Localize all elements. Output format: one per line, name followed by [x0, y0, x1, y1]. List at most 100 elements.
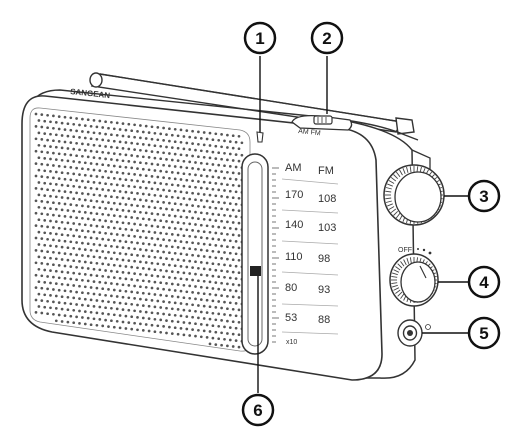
grille-dot: [153, 231, 157, 234]
grille-dot: [197, 254, 200, 258]
grille-dot: [107, 238, 110, 242]
grille-dot: [179, 202, 183, 206]
grille-dot: [136, 179, 139, 183]
grille-dot: [101, 225, 105, 229]
grille-dot: [228, 152, 232, 156]
grille-dot: [101, 138, 105, 142]
grille-dot: [89, 174, 93, 178]
volume-power-knob[interactable]: OFF: [389, 247, 439, 307]
grille-dot: [63, 314, 67, 317]
grille-dot: [81, 179, 84, 183]
grille-dot: [133, 148, 136, 151]
grille-dot: [197, 167, 200, 171]
grille-dot: [194, 309, 197, 313]
grille-dot: [191, 191, 194, 195]
grille-dot: [43, 157, 47, 160]
grille-dot: [176, 184, 180, 187]
grille-dot: [211, 225, 215, 228]
grille-dot: [115, 121, 119, 125]
grille-dot: [165, 269, 168, 273]
grille-dot: [220, 232, 223, 235]
grille-dot: [124, 141, 128, 144]
grille-dot: [202, 242, 206, 246]
grille-dot: [52, 201, 55, 205]
grille-dot: [75, 228, 78, 232]
grille-dot: [86, 155, 90, 159]
grille-dot: [52, 151, 55, 155]
grille-dot: [81, 241, 84, 245]
grille-dot: [228, 276, 232, 280]
grille-dot: [136, 316, 139, 319]
grille-dot: [188, 247, 192, 251]
grille-dot: [165, 244, 168, 248]
headphone-jack[interactable]: [397, 319, 431, 347]
grille-dot: [124, 215, 128, 219]
grille-dot: [52, 275, 55, 279]
grille-dot: [179, 289, 183, 293]
grille-dot: [118, 239, 122, 243]
grille-dot: [220, 244, 223, 248]
grille-dot: [141, 130, 145, 134]
grille-dot: [228, 313, 232, 317]
grille-dot: [98, 256, 102, 259]
grille-dot: [226, 195, 229, 199]
band-switch[interactable]: AM FM: [291, 114, 353, 138]
grille-dot: [86, 316, 90, 320]
grille-dot: [173, 165, 177, 168]
grille-dot: [46, 262, 49, 266]
grille-dot: [185, 240, 189, 244]
grille-dot: [72, 135, 76, 139]
grille-dot: [81, 278, 84, 282]
grille-dot: [141, 180, 145, 183]
grille-dot: [197, 328, 200, 332]
grille-dot: [223, 164, 226, 168]
grille-dot: [127, 234, 131, 238]
grille-dot: [127, 246, 131, 250]
grille-dot: [234, 227, 238, 231]
grille-dot: [110, 133, 113, 137]
grille-dot: [214, 169, 218, 173]
grille-dot: [226, 170, 229, 174]
grille-dot: [115, 183, 119, 187]
grille-dot: [78, 272, 81, 276]
grille-dot: [69, 277, 73, 281]
grille-dot: [112, 251, 116, 255]
grille-dot: [72, 147, 76, 151]
grille-dot: [69, 314, 73, 318]
grille-dot: [52, 114, 55, 118]
grille-dot: [176, 146, 180, 150]
grille-dot: [107, 176, 110, 180]
grille-dot: [127, 296, 131, 300]
grille-dot: [95, 311, 99, 315]
grille-dot: [89, 286, 93, 289]
grille-dot: [78, 260, 81, 263]
grille-dot: [83, 235, 87, 239]
grille-dot: [57, 288, 61, 292]
grille-dot: [217, 200, 221, 204]
grille-dot: [179, 165, 183, 169]
grille-dot: [237, 159, 241, 163]
grille-dot: [141, 254, 145, 258]
grille-dot: [226, 232, 229, 236]
grille-dot: [228, 239, 232, 243]
grille-dot: [231, 295, 235, 299]
grille-dot: [101, 188, 105, 191]
grille-dot: [136, 216, 139, 220]
grille-dot: [150, 299, 154, 302]
grille-dot: [191, 328, 194, 331]
grille-dot: [57, 214, 61, 218]
grille-dot: [104, 231, 107, 235]
grille-dot: [66, 271, 70, 274]
grille-dot: [144, 174, 148, 178]
band-switch-label: AM FM: [298, 128, 321, 137]
grille-dot: [147, 156, 151, 159]
grille-dot: [54, 307, 58, 310]
grille-dot: [54, 183, 58, 186]
grille-dot: [69, 265, 73, 268]
tuning-knob[interactable]: [383, 164, 445, 226]
grille-dot: [43, 305, 47, 309]
grille-dot: [147, 131, 151, 134]
grille-dot: [110, 207, 113, 211]
grille-dot: [159, 306, 163, 309]
grille-dot: [147, 193, 151, 196]
